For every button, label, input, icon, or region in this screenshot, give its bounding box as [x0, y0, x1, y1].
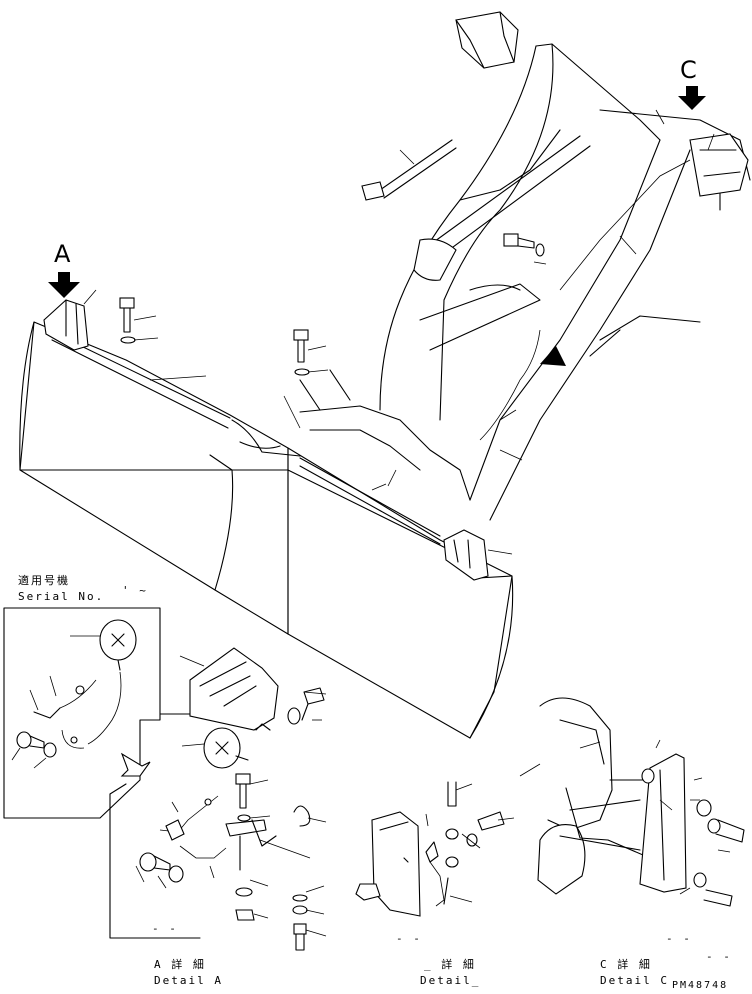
caption-detail-mid-jp: _ 詳 細	[424, 958, 476, 971]
dozer-blade	[19, 299, 514, 739]
placeholder-c: - -	[666, 932, 692, 945]
caption-detail-mid-en: Detail_	[420, 974, 481, 987]
leader-lines	[83, 109, 715, 555]
caption-detail-a-en: Detail A	[154, 974, 223, 987]
detail-c	[519, 697, 745, 907]
serial-label-en: Serial No.	[18, 590, 105, 603]
view-arrow-c	[678, 86, 706, 110]
placeholder-c2: - -	[706, 950, 732, 963]
view-label-c: C	[680, 56, 697, 84]
caption-detail-c-jp: C 詳 細	[600, 958, 652, 971]
view-label-a: A	[54, 240, 71, 268]
detail-pointer-arrow	[120, 752, 151, 777]
frame-bolts	[119, 233, 545, 376]
caption-detail-c-en: Detail C	[600, 974, 669, 987]
caption-detail-a-jp: A 詳 細	[154, 958, 206, 971]
placeholder-mid: - -	[396, 932, 422, 945]
lift-frame	[299, 11, 751, 521]
serial-label-jp: 適用号機	[18, 574, 70, 587]
serial-range: ' ~	[122, 584, 148, 597]
detail-middle	[355, 781, 515, 917]
drawing-number: PM48748	[672, 980, 729, 991]
detail-a	[109, 647, 327, 951]
view-arrow-a	[48, 272, 80, 298]
serial-detail-box	[3, 607, 161, 819]
placeholder-a: - -	[152, 922, 178, 935]
